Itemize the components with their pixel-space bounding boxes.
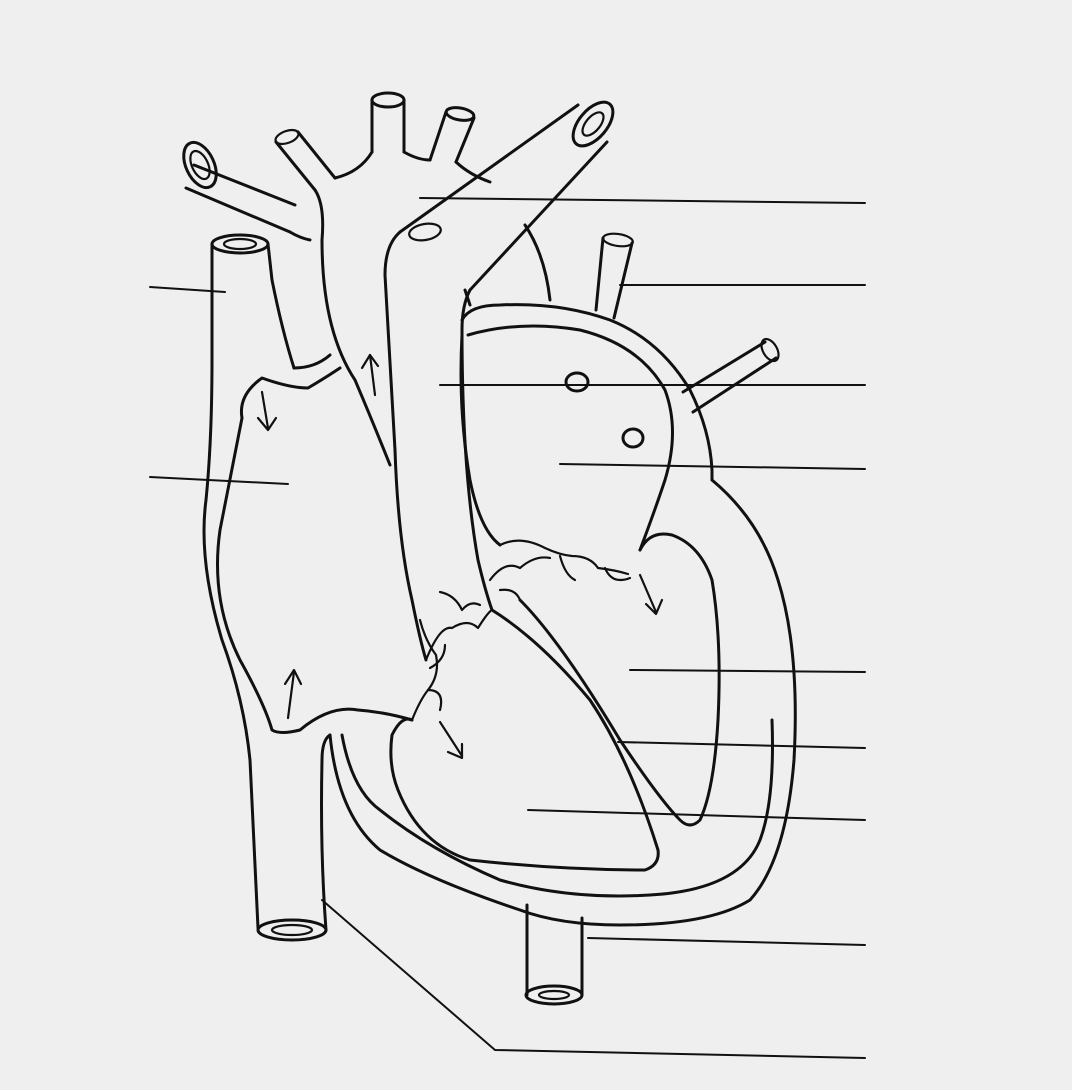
descending-aorta	[524, 903, 584, 1006]
label-line-right-7[interactable]	[527, 809, 866, 821]
flow-arrows	[256, 353, 664, 760]
arrow-icon	[438, 720, 464, 760]
label-line-left-1[interactable]	[149, 286, 226, 293]
label-line-left-2[interactable]	[149, 476, 289, 485]
label-line-right-1[interactable]	[419, 197, 866, 204]
superior-vena-cava	[202, 233, 296, 930]
arrow-icon	[360, 353, 380, 397]
arrow-icon	[256, 390, 278, 432]
ventricles	[328, 478, 797, 927]
label-line-right-8[interactable]	[587, 937, 866, 946]
arrow-icon	[283, 668, 303, 720]
label-line-right-9[interactable]	[321, 899, 866, 1059]
label-line-right-6[interactable]	[617, 741, 866, 749]
valves	[410, 539, 632, 722]
label-line-right-4[interactable]	[559, 463, 866, 470]
pulmonary-artery	[383, 100, 615, 662]
aorta	[182, 91, 552, 467]
label-line-right-5[interactable]	[629, 669, 866, 673]
inferior-vena-cava	[256, 733, 332, 942]
arrow-icon	[638, 573, 664, 616]
right-atrium	[216, 353, 414, 734]
label-leaders	[149, 197, 866, 1059]
